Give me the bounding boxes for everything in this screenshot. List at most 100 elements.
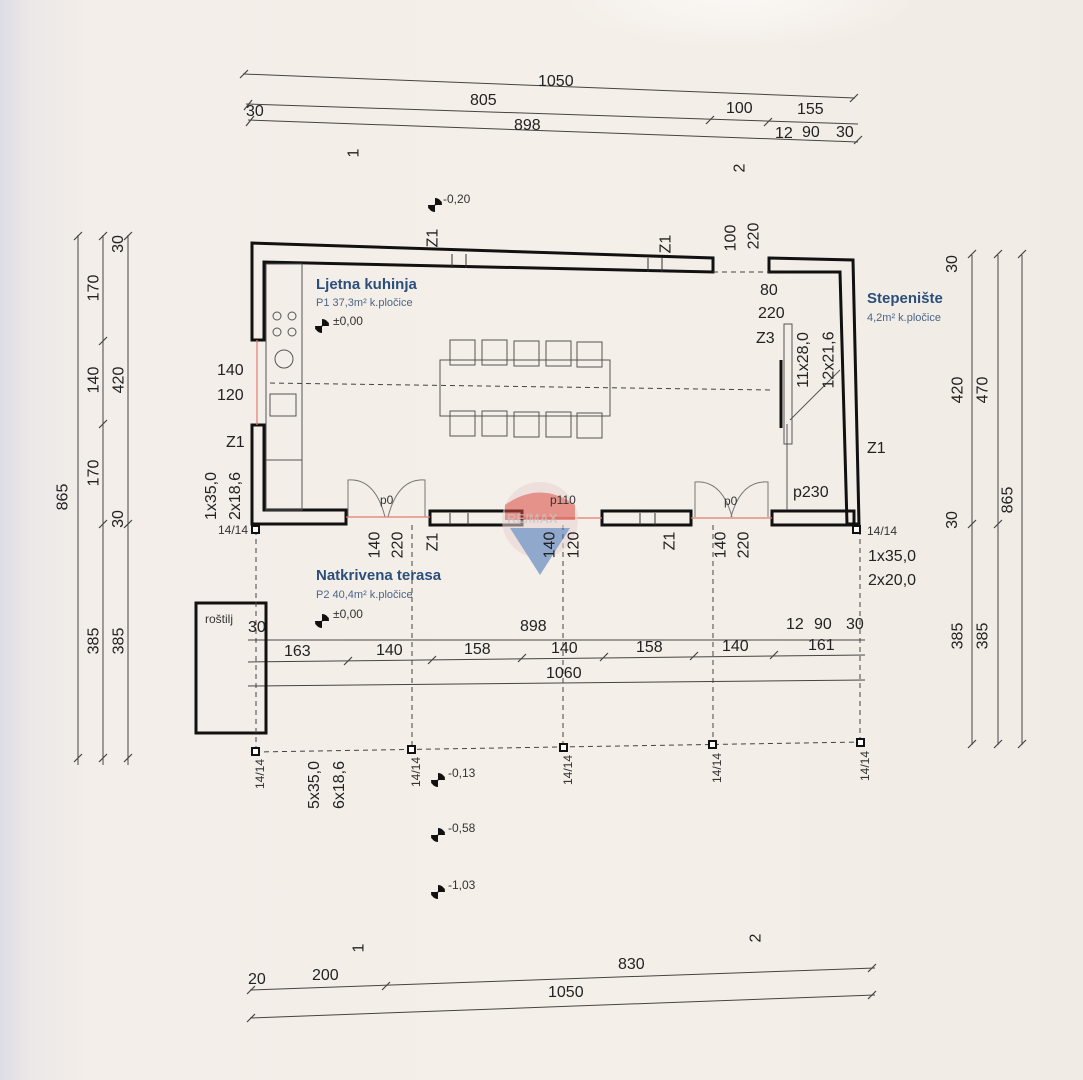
dim-top-30b: 30 — [836, 124, 854, 141]
pillar — [251, 747, 260, 756]
left-steps-2: 2x18,6 — [227, 471, 245, 521]
pillar — [856, 738, 865, 747]
chair — [481, 410, 508, 437]
pillar-size: 14/14 — [867, 524, 898, 538]
level-terrace: ±0,00 — [333, 607, 363, 621]
chair — [576, 341, 603, 368]
pillar-size: 14/14 — [710, 752, 725, 784]
dim-left-30b: 30 — [109, 510, 127, 528]
chair — [576, 412, 603, 439]
dim-terrace-898: 898 — [520, 618, 547, 635]
door-2-width: 140 — [541, 531, 559, 559]
dim-bottom-total: 1050 — [548, 984, 584, 1001]
dimension-ticks — [73, 69, 1027, 1023]
dim-line-segments — [247, 654, 866, 663]
stove-burner — [287, 327, 297, 337]
dim-top-total: 1050 — [538, 73, 574, 90]
wall-label-z1: Z1 — [226, 434, 245, 451]
wall-label-z1: Z1 — [657, 234, 675, 254]
right-steps-2: 2x20,0 — [868, 572, 917, 589]
dim-line-805 — [245, 103, 859, 125]
pillar-size: 14/14 — [253, 758, 268, 790]
stove-burner — [287, 311, 297, 321]
level-step-2: -0,58 — [448, 821, 476, 835]
level-marker-icon — [428, 198, 442, 212]
dim-seg-140: 140 — [376, 642, 403, 659]
wall-label-z1: Z1 — [661, 531, 679, 551]
wall-pier-2 — [600, 509, 693, 527]
dim-right-420: 420 — [949, 376, 967, 404]
level-step-3: -1,03 — [448, 878, 476, 892]
dining-table-group — [439, 339, 611, 439]
pillar — [407, 745, 416, 754]
dim-top-155: 155 — [797, 101, 824, 118]
level-step-1: -0,13 — [448, 766, 476, 780]
pillar-size: 14/14 — [409, 756, 424, 788]
right-steps-1: 1x35,0 — [868, 548, 917, 565]
window-top-height: 220 — [745, 222, 763, 250]
dim-left-420: 420 — [110, 366, 128, 394]
dim-terrace-total: 1060 — [546, 665, 582, 682]
dim-seg-158: 158 — [636, 639, 663, 656]
door-swing-left — [347, 479, 386, 518]
door-2-height: 120 — [565, 531, 583, 559]
door-1-width: 140 — [366, 531, 384, 559]
room-name-stairs: Stepenište — [867, 290, 943, 307]
dim-bottom-200: 200 — [312, 967, 339, 984]
room-name-terrace: Natkrivena terasa — [316, 567, 442, 584]
pillar — [251, 525, 260, 534]
dim-left-140: 140 — [85, 366, 103, 394]
wall-label-z3: Z3 — [756, 330, 775, 347]
dim-terrace-90: 90 — [814, 616, 832, 633]
room-area-kitchen: P1 37,3m² k.pločice — [316, 297, 413, 309]
door-label-p230: p230 — [793, 484, 829, 501]
dim-line-1050-top — [242, 73, 856, 99]
door-label-p110: p110 — [550, 493, 576, 507]
dim-left-170b: 170 — [85, 459, 103, 487]
dim-bottom-20: 20 — [248, 971, 266, 988]
dim-left-385a: 385 — [85, 627, 103, 655]
dimension-lines — [77, 73, 1023, 1019]
stove-burner — [272, 311, 282, 321]
kitchen-counter — [265, 263, 303, 511]
wall-pier-3 — [770, 509, 856, 527]
chair — [545, 411, 572, 438]
window-marks — [449, 254, 663, 525]
dim-terrace-12: 12 — [786, 616, 804, 633]
door-1-height: 220 — [389, 531, 407, 559]
axis-lines — [254, 271, 863, 753]
dim-seg-163: 163 — [284, 643, 311, 660]
grill-label: roštilj — [205, 612, 234, 626]
wall-label-z1: Z1 — [867, 440, 886, 457]
door-3-height: 220 — [735, 531, 753, 559]
level-marker-icon — [315, 319, 329, 333]
pillar — [559, 743, 568, 752]
left-opening-width: 140 — [217, 362, 244, 379]
dim-right-total: 865 — [999, 486, 1017, 514]
dim-line-1060 — [247, 679, 866, 687]
pillar-size: 14/14 — [218, 523, 249, 537]
dim-line-1050-bottom — [249, 994, 876, 1019]
door-label-p0: p0 — [724, 494, 738, 508]
room-area-stairs: 4,2m² k.pločice — [867, 312, 941, 324]
dim-terrace-30a: 30 — [248, 619, 266, 636]
dim-right-470: 470 — [974, 376, 992, 404]
stairs-steps-2: 12x21,6 — [820, 331, 838, 389]
dim-seg-140: 140 — [722, 638, 749, 655]
doors — [347, 479, 769, 518]
wall-label-z1: Z1 — [424, 228, 442, 248]
stairs-steps-1: 11x28,0 — [794, 332, 812, 388]
level-top: -0,20 — [443, 192, 471, 206]
chair — [481, 339, 508, 366]
pillar-size: 14/14 — [561, 754, 576, 786]
window-top-width: 100 — [722, 224, 740, 252]
pillar — [852, 525, 861, 534]
room-area-terrace: P2 40,4m² k.pločice — [316, 589, 413, 601]
door-3-width: 140 — [712, 531, 730, 559]
level-kitchen: ±0,00 — [333, 314, 363, 328]
dim-top-12: 12 — [775, 125, 793, 142]
dim-right-385a: 385 — [949, 622, 967, 650]
level-marker-icon — [431, 773, 445, 787]
dim-left-total: 865 — [54, 483, 72, 511]
